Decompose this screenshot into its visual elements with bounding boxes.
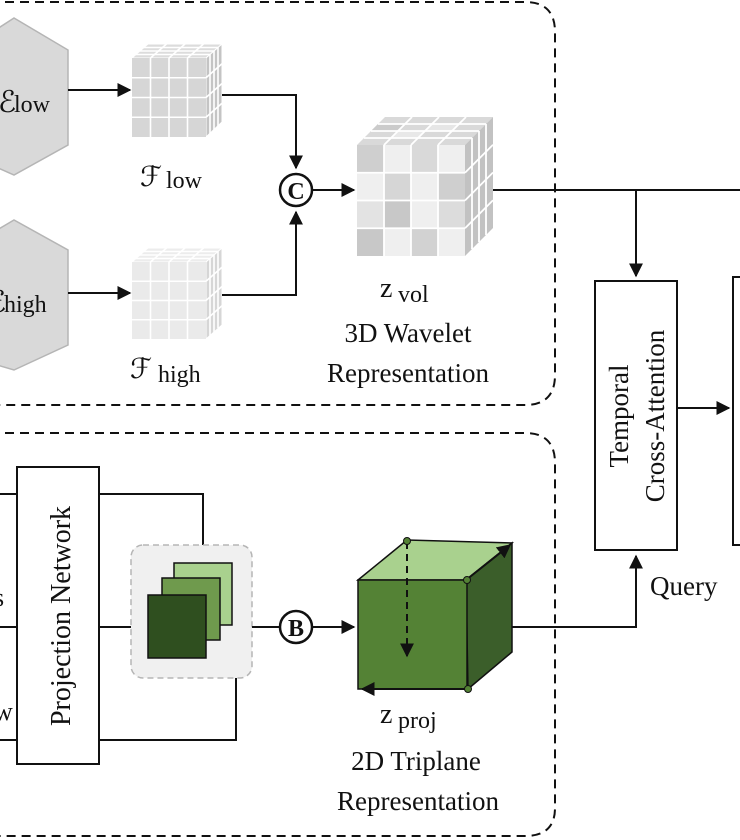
temporal-label-line1: Temporal [604,364,634,467]
temporal-label-line2: Cross-Attention [640,329,670,502]
triplane-plane-front [147,594,207,659]
arrow-fhigh-to-concat [222,210,303,296]
temporal-cross-attention-box: Temporal Cross-Attention [594,280,678,551]
bundle-operator: B [278,609,314,645]
zvol-label: z [380,273,392,304]
f-low-cube [130,42,224,139]
projection-network-box: Projection Network [16,466,100,765]
wavelet-group-box [0,1,556,406]
left-cut-label-w: w [0,697,13,726]
zproj-subscript: proj [398,708,437,734]
zvol-subscript: vol [398,282,429,308]
encoder-low-glyph: ℰ [0,86,16,119]
encoder-high-glyph: ℰ [0,286,6,319]
concat-symbol: C [287,179,304,205]
zvol-caption-line2: Representation [327,358,489,388]
f-high-subscript: high [158,362,201,388]
encoder-high: ℰ high [0,219,69,371]
zvol-caption-line1: 3D Wavelet [344,318,472,348]
encoder-low: ℰ low [0,17,69,176]
arrow-zproj-to-temporal [512,554,643,628]
encoder-high-subscript: high [4,292,47,318]
zproj-label: z [380,699,392,730]
zproj-caption-line2: Representation [337,786,499,816]
f-high-cube [130,246,224,341]
projection-network-label: Projection Network [46,506,77,726]
left-cut-label-s: s [0,583,4,612]
zproj-caption-line1: 2D Triplane [351,746,481,776]
arrow-proj-top [99,493,210,564]
query-label: Query [650,571,718,601]
triplane-group-box [0,432,556,837]
arrow-flow-to-concat [222,94,303,170]
concat-operator: C [278,172,314,208]
encoder-low-subscript: low [14,92,51,118]
f-high-label: ℱ [130,354,152,385]
f-low-label: ℱ [140,162,162,193]
f-low-subscript: low [166,168,203,194]
bundle-symbol: B [288,616,304,642]
zvol-cube [357,116,494,256]
zproj-cube [355,537,515,696]
next-block-cut [732,276,740,546]
